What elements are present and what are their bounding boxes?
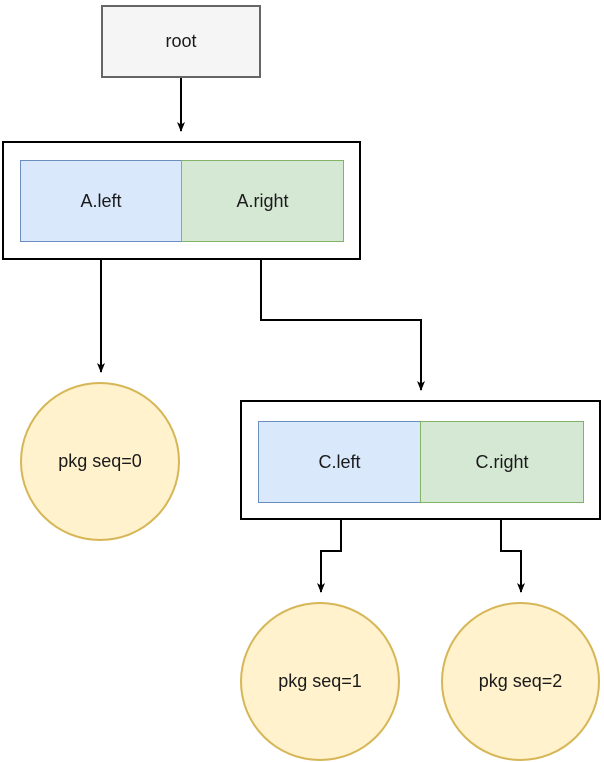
- node-c-right-cell[interactable]: C.right: [420, 421, 584, 503]
- edge-aright-to-c: [260, 241, 425, 391]
- node-c-left-cell[interactable]: C.left: [258, 421, 421, 503]
- node-a-right-label: A.right: [236, 190, 289, 211]
- node-a-left-cell[interactable]: A.left: [20, 160, 182, 242]
- node-c[interactable]: C.left C.right: [240, 400, 601, 520]
- node-pkg-seq-2[interactable]: pkg seq=2: [441, 602, 600, 761]
- node-root[interactable]: root: [101, 5, 261, 78]
- node-a-right-cell[interactable]: A.right: [181, 160, 344, 242]
- node-c-left-label: C.left: [318, 451, 361, 472]
- node-root-label: root: [165, 31, 197, 51]
- node-pkg-seq-1[interactable]: pkg seq=1: [240, 602, 400, 761]
- node-pkg-seq-2-label: pkg seq=2: [478, 671, 563, 691]
- node-pkg-seq-0[interactable]: pkg seq=0: [20, 382, 180, 541]
- node-a-left-label: A.left: [80, 190, 122, 211]
- node-pkg-seq-0-label: pkg seq=0: [58, 451, 142, 471]
- node-pkg-seq-1-label: pkg seq=1: [278, 671, 362, 691]
- node-c-right-label: C.right: [475, 451, 529, 472]
- node-a[interactable]: A.left A.right: [2, 141, 361, 260]
